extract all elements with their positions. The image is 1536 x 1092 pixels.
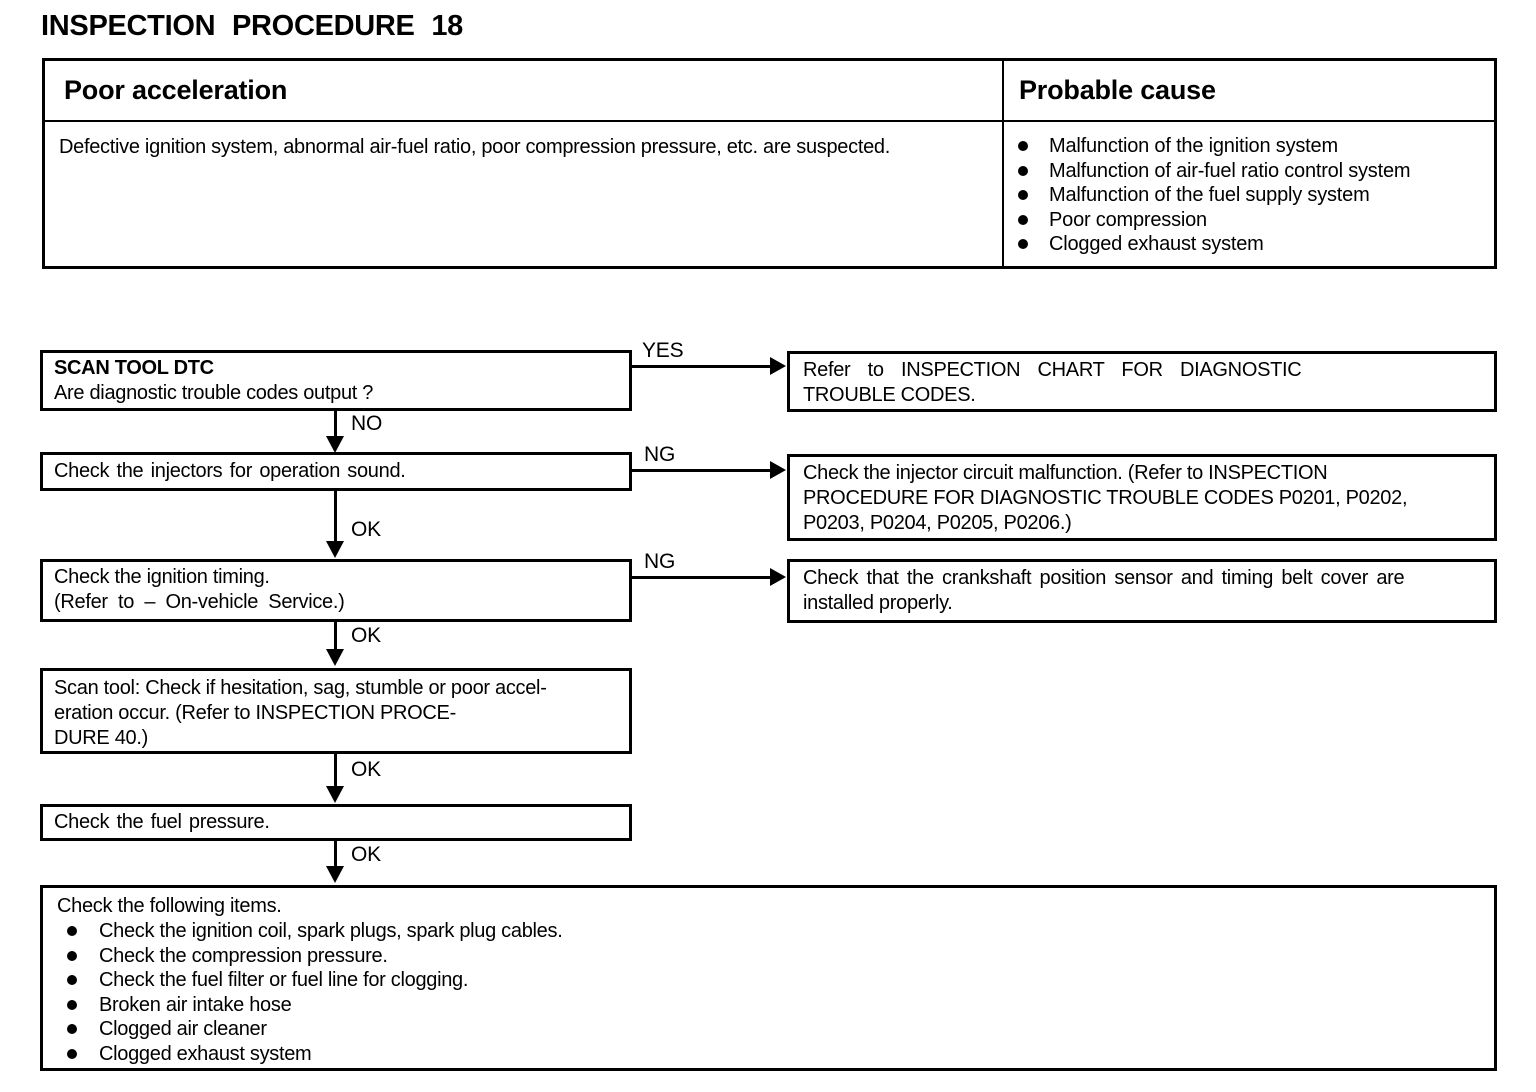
probable-cause-header-cell: Probable cause xyxy=(1004,61,1494,122)
probable-cause-item: Clogged exhaust system xyxy=(1004,232,1494,257)
bullet-icon xyxy=(67,1024,77,1035)
arrow-right-icon xyxy=(770,357,786,375)
symptom-header-cell: Poor acceleration xyxy=(45,61,1004,122)
probable-cause-item: Malfunction of the ignition system xyxy=(1004,134,1494,159)
branch-label-ok-1: OK xyxy=(351,518,381,541)
ok-branch-line-2 xyxy=(334,622,337,651)
ng-branch-line-1 xyxy=(632,469,772,472)
page-title: INSPECTION PROCEDURE 18 xyxy=(41,10,464,42)
flow-step-scan-tool-dtc: SCAN TOOL DTC Are diagnostic trouble cod… xyxy=(40,350,632,411)
branch-label-ng-2: NG xyxy=(644,550,676,573)
probable-cause-item: Malfunction of the fuel supply system xyxy=(1004,183,1494,208)
final-checks-intro: Check the following items. xyxy=(57,895,282,917)
flow-step-injector-sound: Check the injectors for operation sound. xyxy=(40,452,632,491)
bullet-icon xyxy=(1018,239,1028,249)
bullet-icon xyxy=(67,975,77,986)
arrow-down-icon xyxy=(326,436,344,453)
bullet-icon xyxy=(67,1048,77,1059)
flow-step-title: SCAN TOOL DTC xyxy=(54,357,214,379)
final-check-item: Clogged air cleaner xyxy=(43,1017,1494,1042)
final-check-item: Check the ignition coil, spark plugs, sp… xyxy=(43,919,1494,944)
arrow-down-icon xyxy=(326,786,344,803)
bullet-icon xyxy=(1018,190,1028,200)
arrow-down-icon xyxy=(326,649,344,666)
probable-cause-item: Malfunction of air-fuel ratio control sy… xyxy=(1004,159,1494,184)
arrow-right-icon xyxy=(770,461,786,479)
bullet-icon xyxy=(67,950,77,961)
probable-cause-item: Poor compression xyxy=(1004,208,1494,233)
arrow-down-icon xyxy=(326,541,344,558)
bullet-icon xyxy=(1018,141,1028,151)
flow-result-dtc-chart: Refer to INSPECTION CHART FOR DIAGNOSTIC… xyxy=(787,351,1497,412)
final-check-item: Check the compression pressure. xyxy=(43,944,1494,969)
bullet-icon xyxy=(67,999,77,1010)
final-check-item: Broken air intake hose xyxy=(43,993,1494,1018)
flow-result-crankshaft-sensor: Check that the crankshaft position senso… xyxy=(787,559,1497,623)
branch-label-ok-3: OK xyxy=(351,758,381,781)
no-branch-line xyxy=(334,411,337,438)
flow-step-fuel-pressure: Check the fuel pressure. xyxy=(40,804,632,841)
ok-branch-line-4 xyxy=(334,841,337,869)
arrow-right-icon xyxy=(770,568,786,586)
final-check-item: Check the fuel filter or fuel line for c… xyxy=(43,968,1494,993)
bullet-icon xyxy=(1018,165,1028,176)
flow-step-scan-tool-hesitation: Scan tool: Check if hesitation, sag, stu… xyxy=(40,668,632,754)
branch-label-ok-2: OK xyxy=(351,624,381,647)
yes-branch-line xyxy=(632,365,772,368)
symptom-table: Poor acceleration Probable cause Defecti… xyxy=(42,58,1497,269)
ok-branch-line-3 xyxy=(334,754,337,788)
branch-label-yes: YES xyxy=(642,339,684,362)
bullet-icon xyxy=(67,926,77,936)
flow-result-injector-circuit: Check the injector circuit malfunction. … xyxy=(787,454,1497,541)
branch-label-no: NO xyxy=(351,412,383,435)
branch-label-ok-4: OK xyxy=(351,843,381,866)
branch-label-ng-1: NG xyxy=(644,443,676,466)
flow-step-ignition-timing: Check the ignition timing. (Refer to – O… xyxy=(40,559,632,622)
flow-final-checks: Check the following items. Check the ign… xyxy=(40,885,1497,1071)
symptom-description-cell: Defective ignition system, abnormal air-… xyxy=(45,122,1004,266)
arrow-down-icon xyxy=(326,866,344,883)
probable-cause-list: Malfunction of the ignition system Malfu… xyxy=(1004,122,1494,266)
final-check-item: Clogged exhaust system xyxy=(43,1042,1494,1067)
bullet-icon xyxy=(1018,214,1028,225)
ok-branch-line-1 xyxy=(334,491,337,543)
ng-branch-line-2 xyxy=(632,576,772,579)
flow-step-question: Are diagnostic trouble codes output ? xyxy=(54,382,374,404)
